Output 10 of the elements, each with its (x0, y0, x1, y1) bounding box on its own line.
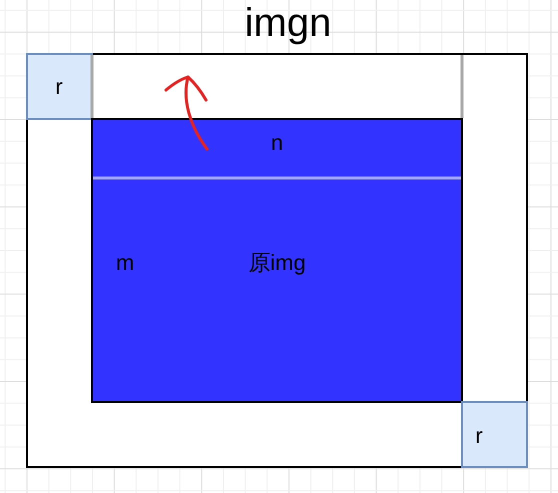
inner-rectangle (91, 118, 463, 403)
height-label: m (116, 252, 134, 274)
corner-square (26, 53, 93, 120)
corner-label: r (55, 76, 63, 98)
title: imgn (244, 3, 332, 43)
corner-square (461, 401, 528, 468)
width-label: n (270, 132, 284, 154)
outer-frame (26, 53, 528, 468)
image-label: 原img (248, 252, 306, 274)
corner-label: r (475, 425, 483, 447)
